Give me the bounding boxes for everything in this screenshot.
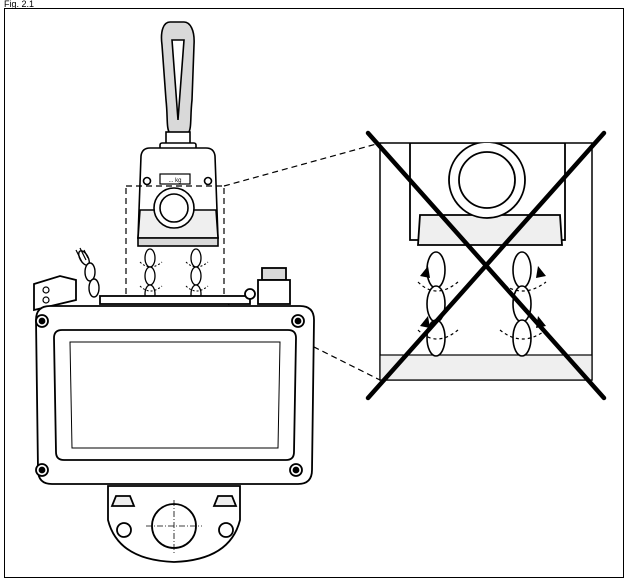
hoist-body <box>33 267 315 563</box>
chain-left-small <box>144 248 156 304</box>
detail-leader-bottom <box>223 301 381 381</box>
figure-frame <box>4 8 624 578</box>
hook-icon <box>159 21 197 152</box>
detail-leader-top <box>223 142 381 187</box>
load-plate-label: ... kg <box>168 178 181 184</box>
cross-out-icon <box>365 130 607 401</box>
zoom-detail <box>379 142 593 381</box>
hoist-head <box>137 147 219 247</box>
figure-caption: Fig. 2.1 <box>4 0 35 9</box>
chain-right-small <box>190 248 202 304</box>
